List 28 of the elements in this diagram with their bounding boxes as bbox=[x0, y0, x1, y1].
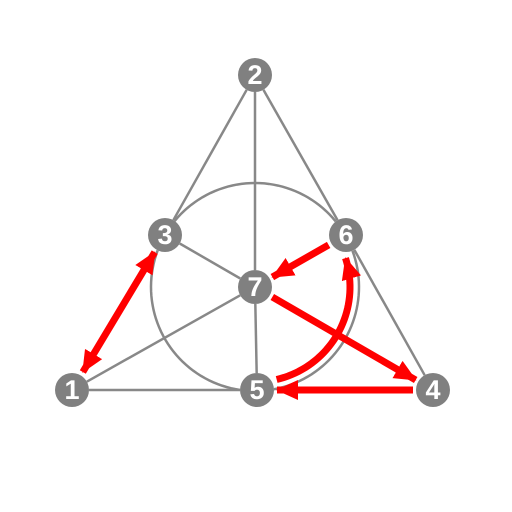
connector-line bbox=[179, 242, 241, 280]
arrow bbox=[276, 380, 413, 400]
node-number: 3 bbox=[157, 222, 173, 248]
node-circle bbox=[238, 270, 272, 304]
node-circle bbox=[238, 58, 272, 92]
connector-line bbox=[254, 304, 258, 374]
node-circle bbox=[329, 218, 363, 252]
node-circle bbox=[55, 373, 89, 407]
node-circle bbox=[148, 218, 182, 252]
connector-line bbox=[262, 89, 339, 221]
connector-line bbox=[172, 89, 248, 221]
node-circle bbox=[416, 373, 450, 407]
node-number: 7 bbox=[247, 274, 263, 300]
connector-line bbox=[353, 249, 426, 376]
node-number: 4 bbox=[425, 376, 441, 404]
connector-line bbox=[150, 250, 240, 392]
node-circle bbox=[240, 373, 274, 407]
node-number: 2 bbox=[247, 62, 263, 88]
arrow bbox=[270, 294, 418, 384]
node-number: 1 bbox=[64, 376, 80, 404]
connector-line bbox=[89, 388, 240, 392]
arrow bbox=[80, 250, 158, 374]
arrow bbox=[270, 242, 330, 280]
node-number: 6 bbox=[338, 222, 354, 248]
connector-line bbox=[174, 182, 337, 222]
connector-line bbox=[86, 294, 241, 383]
node-number: 5 bbox=[249, 376, 265, 404]
connector-line bbox=[254, 92, 256, 270]
